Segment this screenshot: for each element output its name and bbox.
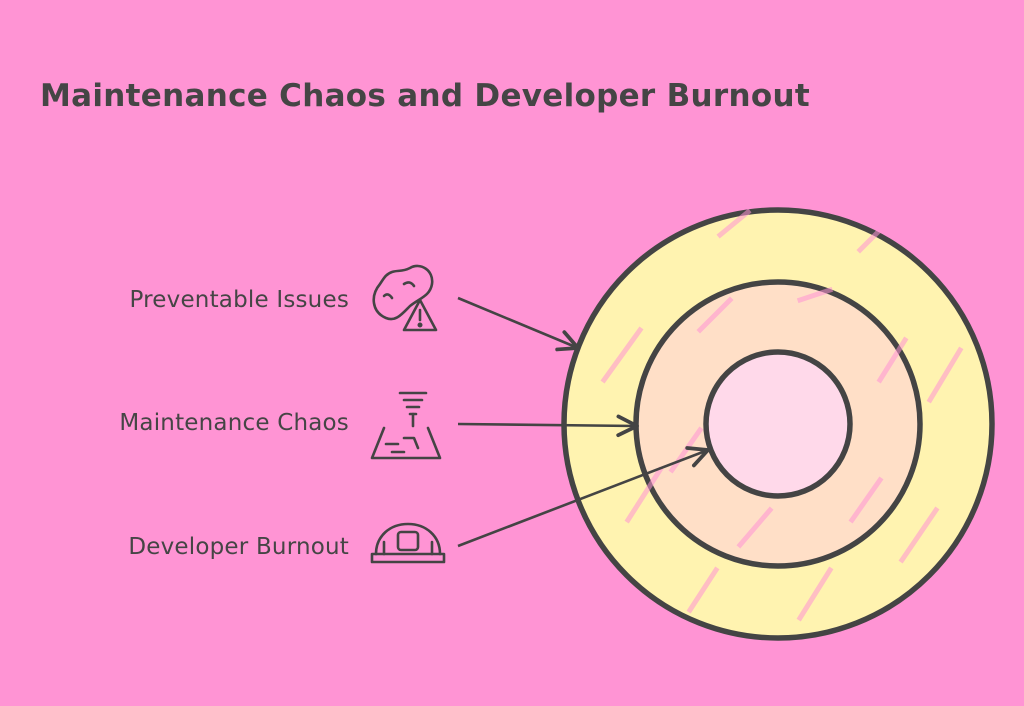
tornado-map-icon [370,391,442,460]
ring-hatch-texture [600,208,964,622]
inner-circle-developer-burnout [703,349,853,499]
page-title: Maintenance Chaos and Developer Burnout [40,78,810,114]
peanut-warning-icon [372,264,438,332]
label-maintenance-chaos: Maintenance Chaos [119,410,349,436]
arrow-developer-burnout [457,446,710,548]
arrow-maintenance-chaos [457,414,639,438]
label-preventable-issues: Preventable Issues [129,287,349,313]
hard-hat-icon [370,522,446,564]
arrow-preventable-issues [457,296,580,352]
label-developer-burnout: Developer Burnout [128,534,349,560]
